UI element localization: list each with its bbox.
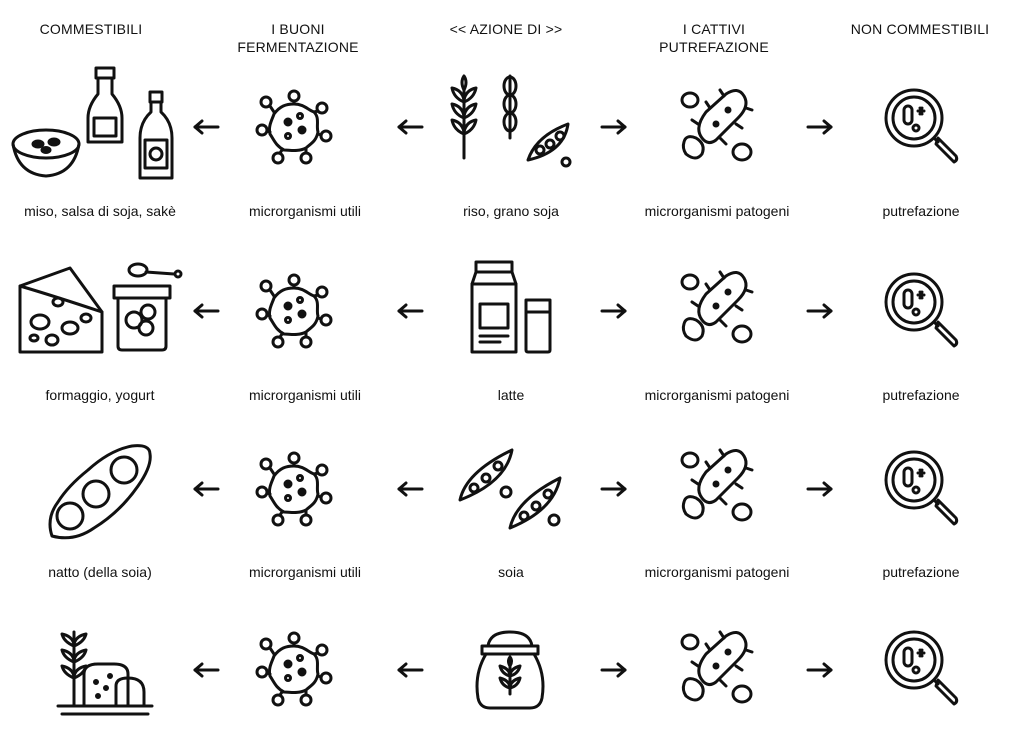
caption-product: natto (della soia) [48,564,152,580]
arrow-right-icon [806,662,834,678]
header-good-fermentation: I BUONI FERMENTAZIONE [237,21,359,55]
bread-wheat-icon [54,626,154,720]
header-inedible: NON COMMESTIBILI [850,21,990,37]
caption-source: soia [498,564,524,580]
bad-bacteria-icon [680,88,760,164]
caption-good: microrganismi utili [248,564,362,580]
good-microorganism-icon [255,451,333,527]
arrow-left-icon [396,303,424,319]
arrow-left-icon [192,119,220,135]
rice-wheat-soy-icon [448,72,578,172]
caption-good: microrganismi utili [248,203,362,219]
caption-source: riso, grano soja [463,203,559,219]
good-microorganism-icon [255,273,333,349]
good-microorganism-icon [255,631,333,707]
miso-soy-sauce-sake-icon [8,66,178,184]
good-microorganism-icon [255,89,333,165]
arrow-right-icon [600,662,628,678]
arrow-right-icon [806,303,834,319]
caption-bad: microrganismi patogeni [644,564,790,580]
natto-icon [44,440,156,546]
caption-result: putrefazione [882,203,960,219]
caption-bad: microrganismi patogeni [644,203,790,219]
arrow-left-icon [192,303,220,319]
magnifier-bacteria-icon [882,86,962,166]
flour-sack-icon [468,628,552,712]
caption-bad: microrganismi patogeni [644,387,790,403]
milk-carton-icon [470,260,556,354]
arrow-right-icon [600,481,628,497]
magnifier-bacteria-icon [882,270,962,350]
bad-bacteria-icon [680,270,760,346]
magnifier-bacteria-icon [882,628,962,708]
arrow-right-icon [600,119,628,135]
bad-bacteria-icon [680,630,760,706]
magnifier-bacteria-icon [882,448,962,528]
arrow-right-icon [600,303,628,319]
caption-result: putrefazione [882,564,960,580]
header-action: << AZIONE DI >> [449,21,563,37]
arrow-right-icon [806,481,834,497]
arrow-left-icon [192,662,220,678]
soybean-pods-icon [456,444,566,532]
header-bad-putrefaction: I CATTIVI PUTREFAZIONE [659,21,769,55]
arrow-left-icon [396,662,424,678]
arrow-left-icon [396,481,424,497]
arrow-right-icon [806,119,834,135]
caption-product: formaggio, yogurt [45,387,155,403]
header-edible: COMMESTIBILI [39,21,143,37]
caption-product: miso, salsa di soja, sakè [24,203,176,219]
caption-good: microrganismi utili [248,387,362,403]
arrow-left-icon [192,481,220,497]
arrow-left-icon [396,119,424,135]
bad-bacteria-icon [680,448,760,524]
caption-result: putrefazione [882,387,960,403]
caption-source: latte [497,387,525,403]
cheese-yogurt-icon [14,256,184,356]
